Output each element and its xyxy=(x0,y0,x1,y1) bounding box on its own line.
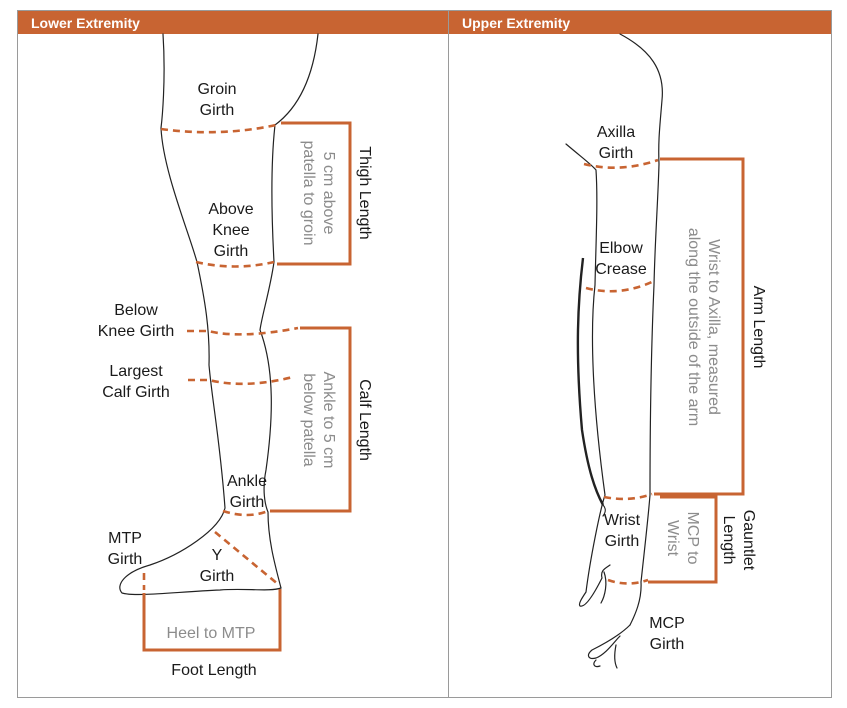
above-knee-girth-line xyxy=(195,260,275,268)
largest-calf-girth-label-1: Largest xyxy=(109,363,163,380)
gauntlet-note-1: MCP to xyxy=(684,511,701,564)
lower-girth-lines xyxy=(142,123,299,590)
wrist-girth-line xyxy=(603,492,653,501)
lower-extremity-title: Lower Extremity xyxy=(31,15,140,31)
gauntlet-note-2: Wrist xyxy=(664,520,681,557)
arm-length-label: Arm Length xyxy=(750,286,767,369)
wrist-girth-label-1: Wrist xyxy=(604,512,641,529)
groin-girth-line xyxy=(160,123,277,134)
arm-length-bracket xyxy=(654,157,745,496)
groin-girth-label-1: Groin xyxy=(197,81,236,98)
y-girth-label-2: Girth xyxy=(200,568,235,585)
mtp-girth-label-2: Girth xyxy=(108,551,143,568)
thigh-note-1: 5 cm above xyxy=(320,152,337,235)
calf-note-2: below patella xyxy=(300,373,317,467)
foot-note: Heel to MTP xyxy=(167,625,256,642)
above-knee-girth-label-2: Knee xyxy=(212,222,249,239)
gauntlet-length-label-2: Length xyxy=(720,516,737,565)
gauntlet-length-bracket xyxy=(648,495,718,584)
lower-brackets xyxy=(142,121,352,652)
arm-note-1: Wrist to Axilla, measured xyxy=(705,239,722,415)
ankle-girth-label-1: Ankle xyxy=(227,473,267,490)
lower-extremity-header: Lower Extremity xyxy=(18,11,448,34)
largest-calf-girth-line xyxy=(188,375,294,386)
gauntlet-length-label-1: Gauntlet xyxy=(740,510,757,571)
mcp-girth-label-2: Girth xyxy=(650,636,685,653)
upper-extremity-panel: Upper Extremity xyxy=(448,10,832,698)
thigh-note-2: patella to groin xyxy=(300,141,317,246)
arm-outline xyxy=(565,33,663,669)
above-knee-girth-label-1: Above xyxy=(208,201,253,218)
axilla-girth-line xyxy=(583,158,659,169)
calf-note-1: Ankle to 5 cm xyxy=(320,372,337,469)
below-knee-girth-label-1: Below xyxy=(114,302,158,319)
elbow-crease-girth-line xyxy=(585,279,655,293)
foot-length-label: Foot Length xyxy=(171,662,256,679)
thigh-length-label: Thigh Length xyxy=(356,146,373,239)
lower-labels: Groin Girth Above Knee Girth Below Knee … xyxy=(98,81,373,679)
upper-girth-lines xyxy=(583,158,659,585)
above-knee-girth-label-3: Girth xyxy=(214,243,249,260)
thigh-length-bracket xyxy=(277,121,352,266)
arm-note-2: along the outside of the arm xyxy=(685,228,702,426)
ankle-girth-label-2: Girth xyxy=(230,494,265,511)
y-girth-line xyxy=(214,530,280,587)
upper-extremity-header: Upper Extremity xyxy=(449,11,831,34)
mcp-girth-label-1: MCP xyxy=(649,615,685,632)
calf-length-bracket xyxy=(270,326,352,513)
largest-calf-girth-label-2: Calf Girth xyxy=(102,384,170,401)
lower-extremity-panel: Lower Extremity xyxy=(17,10,449,698)
y-girth-label-1: Y xyxy=(212,547,223,564)
elbow-crease-label-2: Crease xyxy=(595,261,647,278)
below-knee-girth-label-2: Knee Girth xyxy=(98,323,174,340)
foot-length-bracket xyxy=(142,589,282,652)
upper-brackets xyxy=(648,157,745,584)
ankle-girth-line xyxy=(222,509,269,517)
below-knee-girth-line xyxy=(187,326,299,336)
axilla-girth-label-2: Girth xyxy=(599,145,634,162)
upper-extremity-title: Upper Extremity xyxy=(462,15,571,31)
wrist-girth-label-2: Girth xyxy=(605,533,640,550)
upper-labels: Axilla Girth Elbow Crease Wrist Girth MC… xyxy=(595,124,767,653)
mtp-girth-label-1: MTP xyxy=(108,530,142,547)
calf-length-label: Calf Length xyxy=(356,379,373,461)
axilla-girth-label-1: Axilla xyxy=(597,124,635,141)
mcp-girth-line xyxy=(607,578,649,585)
elbow-crease-label-1: Elbow xyxy=(599,240,643,257)
groin-girth-label-2: Girth xyxy=(200,102,235,119)
